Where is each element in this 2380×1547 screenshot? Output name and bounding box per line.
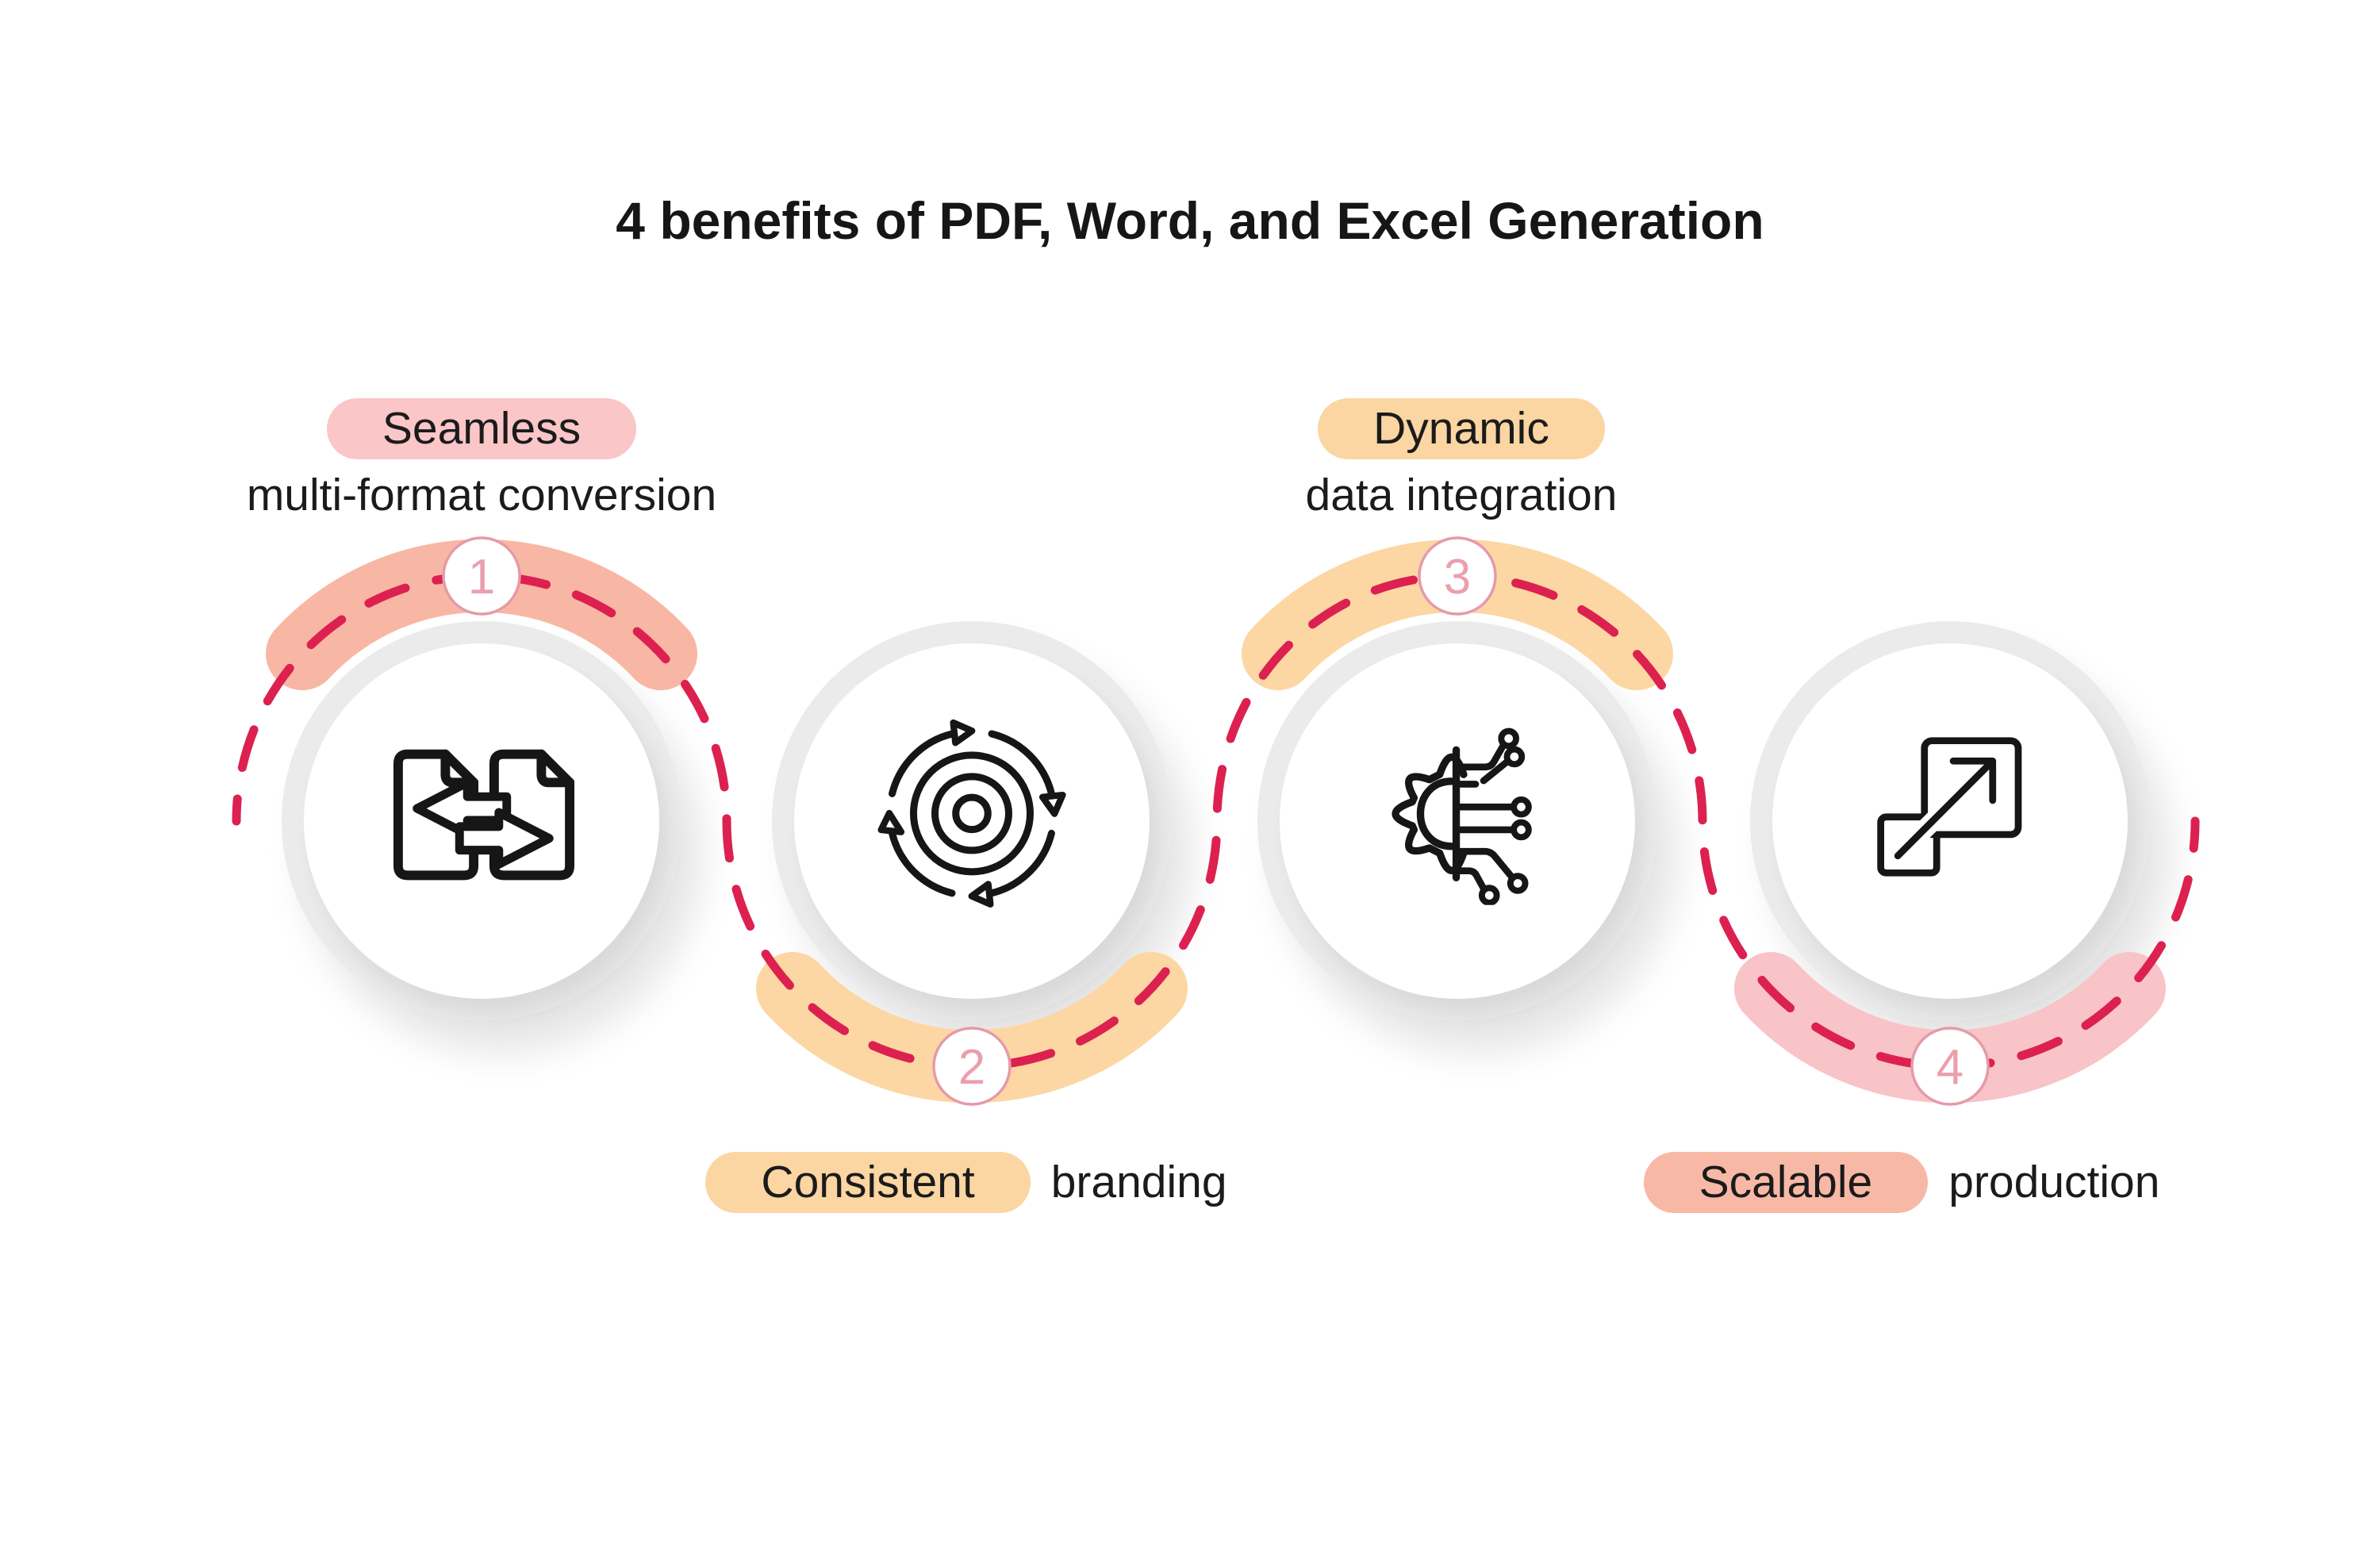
step-4-label-text: production [1948, 1157, 2160, 1207]
data-integration-circuit-icon [1392, 727, 1532, 905]
step-label-4: Scalable production [1545, 1152, 2259, 1213]
step-badge-3: 3 [1418, 536, 1497, 616]
step-1-highlight-pill: Seamless [326, 398, 637, 459]
page-title: 4 benefits of PDF, Word, and Excel Gener… [616, 191, 1764, 250]
step-2-highlight-pill: Consistent [705, 1152, 1031, 1213]
convert-documents-icon [393, 749, 575, 881]
step-badge-4: 4 [1910, 1027, 1990, 1106]
step-circle-2-face [794, 643, 1150, 999]
dashed-wave-path [232, 571, 2200, 1071]
step-badge-2: 2 [932, 1027, 1012, 1106]
step-badge-1: 1 [442, 536, 521, 616]
step-number-2: 2 [958, 1040, 985, 1095]
step-circle-4 [1750, 621, 2150, 1021]
step-label-1: Seamless multi-format conversion [85, 398, 878, 521]
step-1-label-text: multi-format conversion [246, 470, 717, 520]
step-circle-1 [282, 621, 681, 1021]
step-number-1: 1 [468, 550, 495, 605]
step-label-2: Consistent branding [609, 1152, 1323, 1213]
sync-cycle-target-icon [877, 719, 1066, 908]
step-3-highlight-pill: Dynamic [1318, 398, 1605, 459]
step-circle-2 [772, 621, 1172, 1021]
step-number-3: 3 [1444, 550, 1471, 605]
step-label-3: Dynamic data integration [1065, 398, 1858, 521]
step-number-4: 4 [1937, 1040, 1964, 1095]
scale-expand-icon [1877, 737, 2022, 877]
step-circle-3 [1257, 621, 1657, 1021]
step-2-label-text: branding [1050, 1157, 1227, 1207]
step-3-label-text: data integration [1305, 470, 1618, 520]
step-4-highlight-pill: Scalable [1643, 1152, 1929, 1213]
